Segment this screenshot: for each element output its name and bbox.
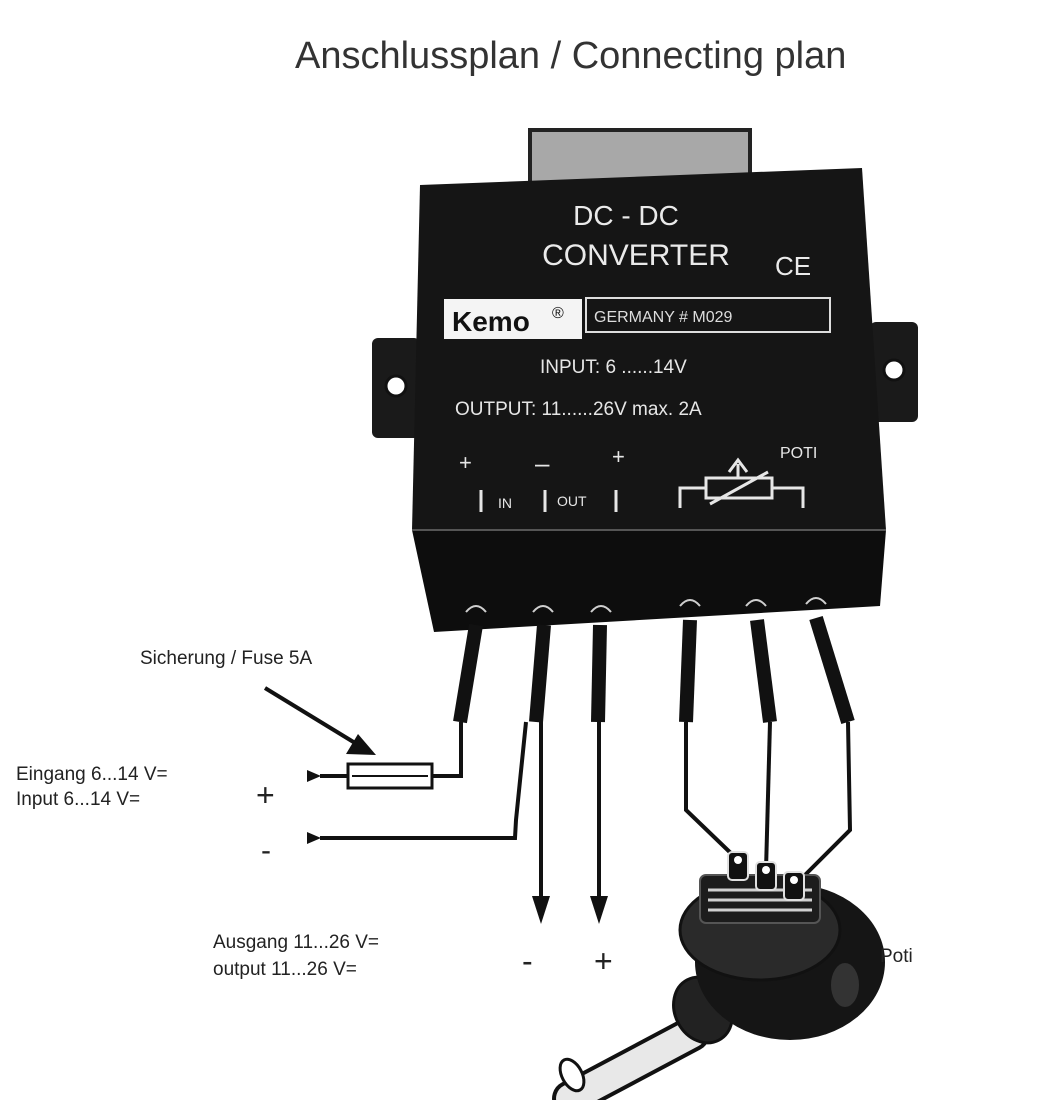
- fuse-callout-arrow: [263, 686, 362, 748]
- device-name-line1: DC - DC: [573, 200, 679, 231]
- device-name-line2: CONVERTER: [542, 239, 730, 272]
- input-plus-sign: +: [256, 777, 275, 813]
- fuse-callout-arrowhead: [346, 734, 376, 755]
- brand-registered-mark: ®: [552, 305, 564, 322]
- output-plus-arrowhead: [590, 896, 608, 924]
- input-label-en: Input 6...14 V=: [16, 789, 140, 810]
- brand-logo: Kemo: [452, 306, 530, 337]
- terminal-out-label: OUT: [557, 493, 587, 509]
- mounting-ear-left: [372, 338, 420, 438]
- converter-module: [412, 168, 886, 632]
- output-minus-arrowhead: [532, 896, 550, 924]
- output-plus-sign: +: [594, 943, 613, 979]
- mounting-ear-right: [870, 322, 918, 422]
- input-spec: INPUT: 6 ......14V: [540, 357, 687, 378]
- terminal-divider: [479, 490, 618, 512]
- ce-mark: CE: [775, 251, 811, 281]
- lead-stubs: [453, 615, 855, 725]
- output-spec: OUTPUT: 11......26V max. 2A: [455, 399, 702, 420]
- terminal-plus-right: +: [612, 444, 625, 469]
- fuse-label: Sicherung / Fuse 5A: [140, 648, 312, 669]
- potentiometer: [552, 851, 885, 1100]
- output-label-de: Ausgang 11...26 V=: [213, 932, 379, 953]
- page-title: Anschlussplan / Connecting plan: [295, 35, 846, 77]
- output-minus-sign: -: [522, 943, 533, 979]
- brand-plate: Kemo ® GERMANY # M029: [444, 297, 831, 339]
- input-minus-sign: -: [261, 834, 271, 867]
- origin-model-text: GERMANY # M029: [594, 309, 733, 326]
- poti-caption: Poti: [880, 946, 913, 967]
- input-label-de: Eingang 6...14 V=: [16, 764, 168, 785]
- poti-label-on-module: POTI: [780, 445, 817, 462]
- module-pins: [465, 597, 827, 613]
- terminal-plus-left: +: [459, 450, 472, 475]
- terminal-in-label: IN: [498, 495, 512, 511]
- terminal-minus: –: [535, 448, 550, 478]
- potentiometer-symbol: [678, 457, 805, 508]
- wires: [307, 721, 853, 905]
- output-label-en: output 11...26 V=: [213, 959, 357, 980]
